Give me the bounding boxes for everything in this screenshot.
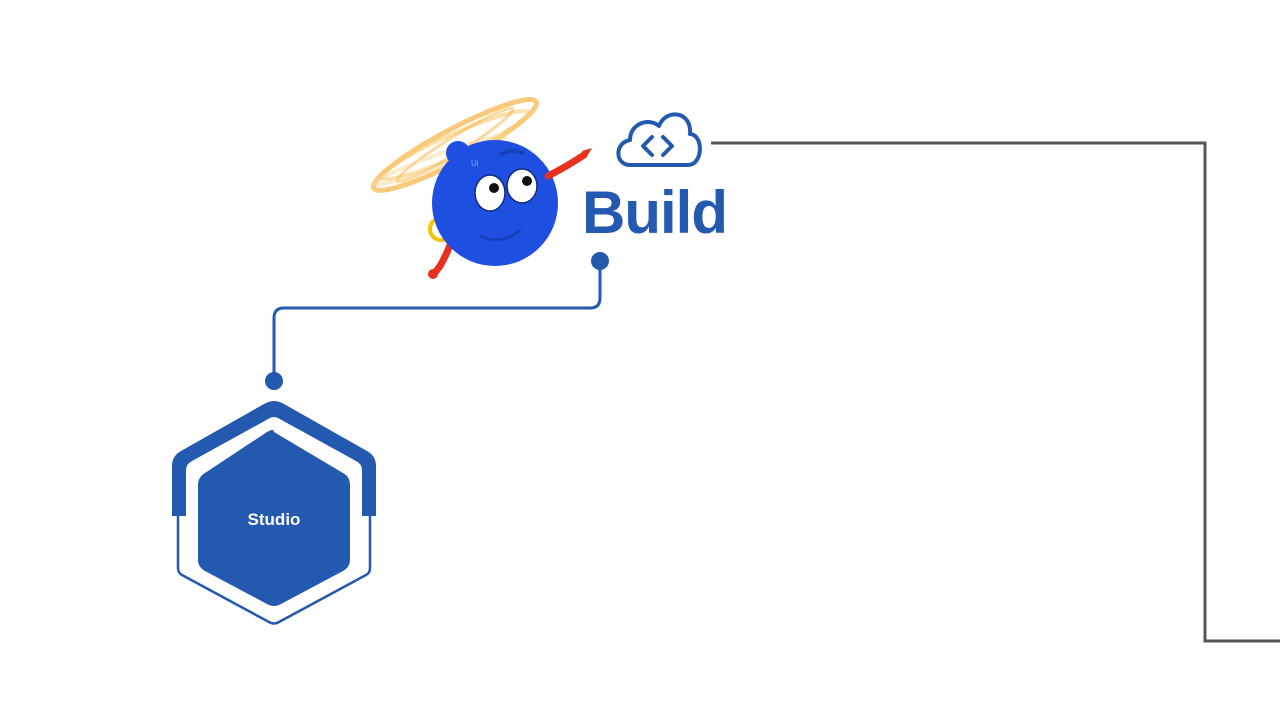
connector-dot-top <box>591 252 609 270</box>
section-title-build: Build <box>582 178 727 248</box>
propeller-ball-mascot: Ui <box>366 88 592 279</box>
mascot-right-eye <box>507 169 537 203</box>
mascot-badge-text: Ui <box>471 159 479 168</box>
mascot-right-arm <box>548 155 584 176</box>
connector-dot-bottom <box>265 372 283 390</box>
frame-connector-line <box>711 143 1280 641</box>
mascot-left-eye <box>475 175 505 211</box>
studio-node-label[interactable]: Studio <box>198 505 350 535</box>
cloud-code-icon <box>618 114 700 165</box>
